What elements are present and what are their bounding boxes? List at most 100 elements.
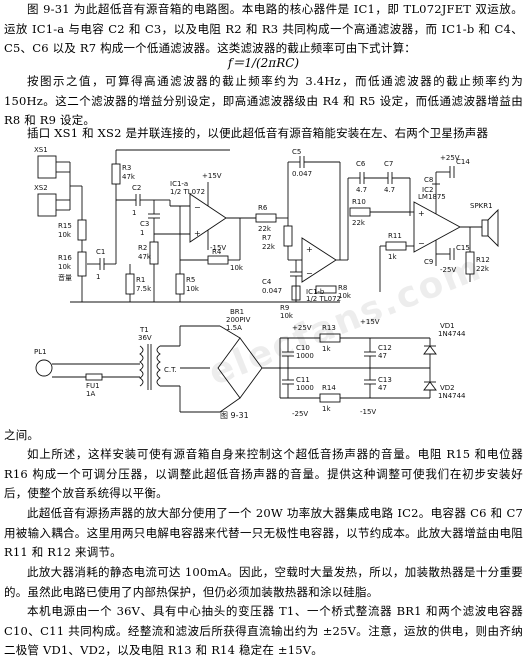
svg-text:R8: R8 xyxy=(338,284,347,292)
resistor-r8: R8 10k xyxy=(315,284,352,300)
circuit-schematic: XS1 XS2 R15 10k R16 10k 音量 C1 1 R3 47k xyxy=(34,146,499,420)
svg-text:10k: 10k xyxy=(230,264,244,272)
svg-text:IC1-b: IC1-b xyxy=(306,288,325,296)
svg-text:1: 1 xyxy=(132,209,136,217)
paragraph-intro: 图 9-31 为此超低音有源音箱的电路图。本电路的核心器件是 IC1，即 TL0… xyxy=(4,2,523,55)
svg-text:+25V: +25V xyxy=(440,154,460,162)
svg-text:1: 1 xyxy=(96,273,100,281)
resistor-r2: R2 47k xyxy=(138,234,159,302)
svg-text:1000: 1000 xyxy=(296,384,314,392)
svg-text:−: − xyxy=(418,239,425,248)
svg-text:4.7: 4.7 xyxy=(356,186,367,194)
svg-text:7.5k: 7.5k xyxy=(136,285,152,293)
svg-text:SPKR1: SPKR1 xyxy=(470,202,493,210)
svg-text:10k: 10k xyxy=(186,285,200,293)
svg-text:+15V: +15V xyxy=(202,172,222,180)
svg-text:C1: C1 xyxy=(96,248,105,256)
label-minus15: -15V xyxy=(360,408,376,416)
label-plus25: +25V xyxy=(292,324,312,332)
svg-text:+: + xyxy=(418,209,425,218)
svg-text:36V: 36V xyxy=(138,334,152,342)
svg-text:1/2 TL072: 1/2 TL072 xyxy=(170,188,205,196)
svg-text:C11: C11 xyxy=(296,376,310,384)
resistor-r5: R5 10k xyxy=(175,260,200,302)
svg-text:R5: R5 xyxy=(186,276,195,284)
svg-text:C14: C14 xyxy=(456,158,470,166)
svg-text:C5: C5 xyxy=(292,148,301,156)
capacitor-c13: C13 47 xyxy=(364,368,392,398)
svg-text:R3: R3 xyxy=(122,164,131,172)
svg-text:C13: C13 xyxy=(378,376,392,384)
svg-text:1N4744: 1N4744 xyxy=(438,392,466,400)
svg-text:200PIV: 200PIV xyxy=(226,316,251,324)
paragraph-power: 本机电源由一个 36V、具有中心抽头的变压器 T1、一个桥式整流器 BR1 和两… xyxy=(4,604,523,657)
transformer-t1: T1 36V C.T. xyxy=(138,326,177,390)
capacitor-c4: C4 0.047 xyxy=(262,260,302,302)
svg-text:−: − xyxy=(306,269,313,278)
svg-text:1k: 1k xyxy=(322,345,331,353)
svg-text:R11: R11 xyxy=(388,232,402,240)
svg-text:22k: 22k xyxy=(262,243,276,251)
svg-text:XS1: XS1 xyxy=(34,146,48,154)
svg-text:0.047: 0.047 xyxy=(292,170,312,178)
svg-text:C.T.: C.T. xyxy=(164,366,177,374)
svg-text:VD2: VD2 xyxy=(440,384,455,392)
plug-pl1: PL1 xyxy=(34,348,53,377)
jack-xs2: XS2 xyxy=(34,184,70,217)
svg-text:1N4744: 1N4744 xyxy=(438,330,466,338)
svg-text:-25V: -25V xyxy=(440,266,456,274)
svg-text:C9: C9 xyxy=(424,258,433,266)
capacitor-c5: C5 0.047 xyxy=(287,148,340,218)
svg-text:BR1: BR1 xyxy=(230,308,244,316)
label-minus25: -25V xyxy=(292,410,308,418)
capacitor-c9: C9 xyxy=(424,258,433,266)
svg-text:−: − xyxy=(194,203,201,212)
zener-vd1: VD1 1N4744 xyxy=(423,322,466,368)
svg-text:R10: R10 xyxy=(352,198,366,206)
opamp-ic1a: − + IC1-a 1/2 TL072 +15V -15V xyxy=(170,172,227,252)
speaker-spkr1: SPKR1 xyxy=(470,202,499,248)
capacitor-c2: C2 1 xyxy=(116,184,154,217)
svg-text:XS2: XS2 xyxy=(34,184,48,192)
svg-text:C10: C10 xyxy=(296,344,310,352)
svg-text:PL1: PL1 xyxy=(34,348,47,356)
svg-text:1k: 1k xyxy=(322,405,331,413)
svg-text:音量: 音量 xyxy=(58,273,72,282)
svg-text:R1: R1 xyxy=(136,276,145,284)
svg-text:1A: 1A xyxy=(86,390,95,398)
svg-text:47k: 47k xyxy=(138,253,152,261)
svg-text:22k: 22k xyxy=(352,219,366,227)
svg-text:C12: C12 xyxy=(378,344,392,352)
amplifier-ic2: + − IC2 LM1875 +25V -25V xyxy=(413,154,461,274)
svg-text:+: + xyxy=(306,245,313,254)
svg-text:1000: 1000 xyxy=(296,352,314,360)
svg-text:10k: 10k xyxy=(280,312,294,320)
svg-text:R16: R16 xyxy=(58,254,72,262)
resistor-r6: R6 22k xyxy=(255,204,277,233)
svg-text:-15V: -15V xyxy=(210,244,226,252)
svg-text:C3: C3 xyxy=(140,220,149,228)
capacitor-c6: C6 4.7 xyxy=(356,160,388,194)
svg-text:10k: 10k xyxy=(58,263,72,271)
resistor-r3: R3 47k xyxy=(111,163,136,200)
paragraph-between: 之间。 xyxy=(4,428,40,442)
svg-text:C7: C7 xyxy=(384,160,393,168)
svg-text:C8: C8 xyxy=(424,176,433,184)
svg-text:R6: R6 xyxy=(258,204,268,212)
resistor-r11: R11 1k xyxy=(379,232,414,292)
fuse-fu1: FU1 1A xyxy=(85,373,103,398)
svg-text:4.7: 4.7 xyxy=(384,186,395,194)
svg-text:T1: T1 xyxy=(139,326,149,334)
zener-vd2: VD2 1N4744 xyxy=(423,368,466,400)
svg-text:C6: C6 xyxy=(356,160,366,168)
svg-text:47: 47 xyxy=(378,352,387,360)
svg-text:R13: R13 xyxy=(322,324,336,332)
resistor-r9: R9 10k xyxy=(280,285,301,320)
svg-text:VD1: VD1 xyxy=(440,322,455,330)
svg-text:R14: R14 xyxy=(322,384,336,392)
capacitor-c8: C8 xyxy=(424,176,440,185)
svg-text:1k: 1k xyxy=(388,253,397,261)
svg-text:47: 47 xyxy=(378,384,387,392)
svg-text:R2: R2 xyxy=(138,244,147,252)
paragraph-sockets: 插口 XS1 和 XS2 是并联连接的，以便此超低音有源音箱能安装在左、右两个卫… xyxy=(27,126,489,140)
